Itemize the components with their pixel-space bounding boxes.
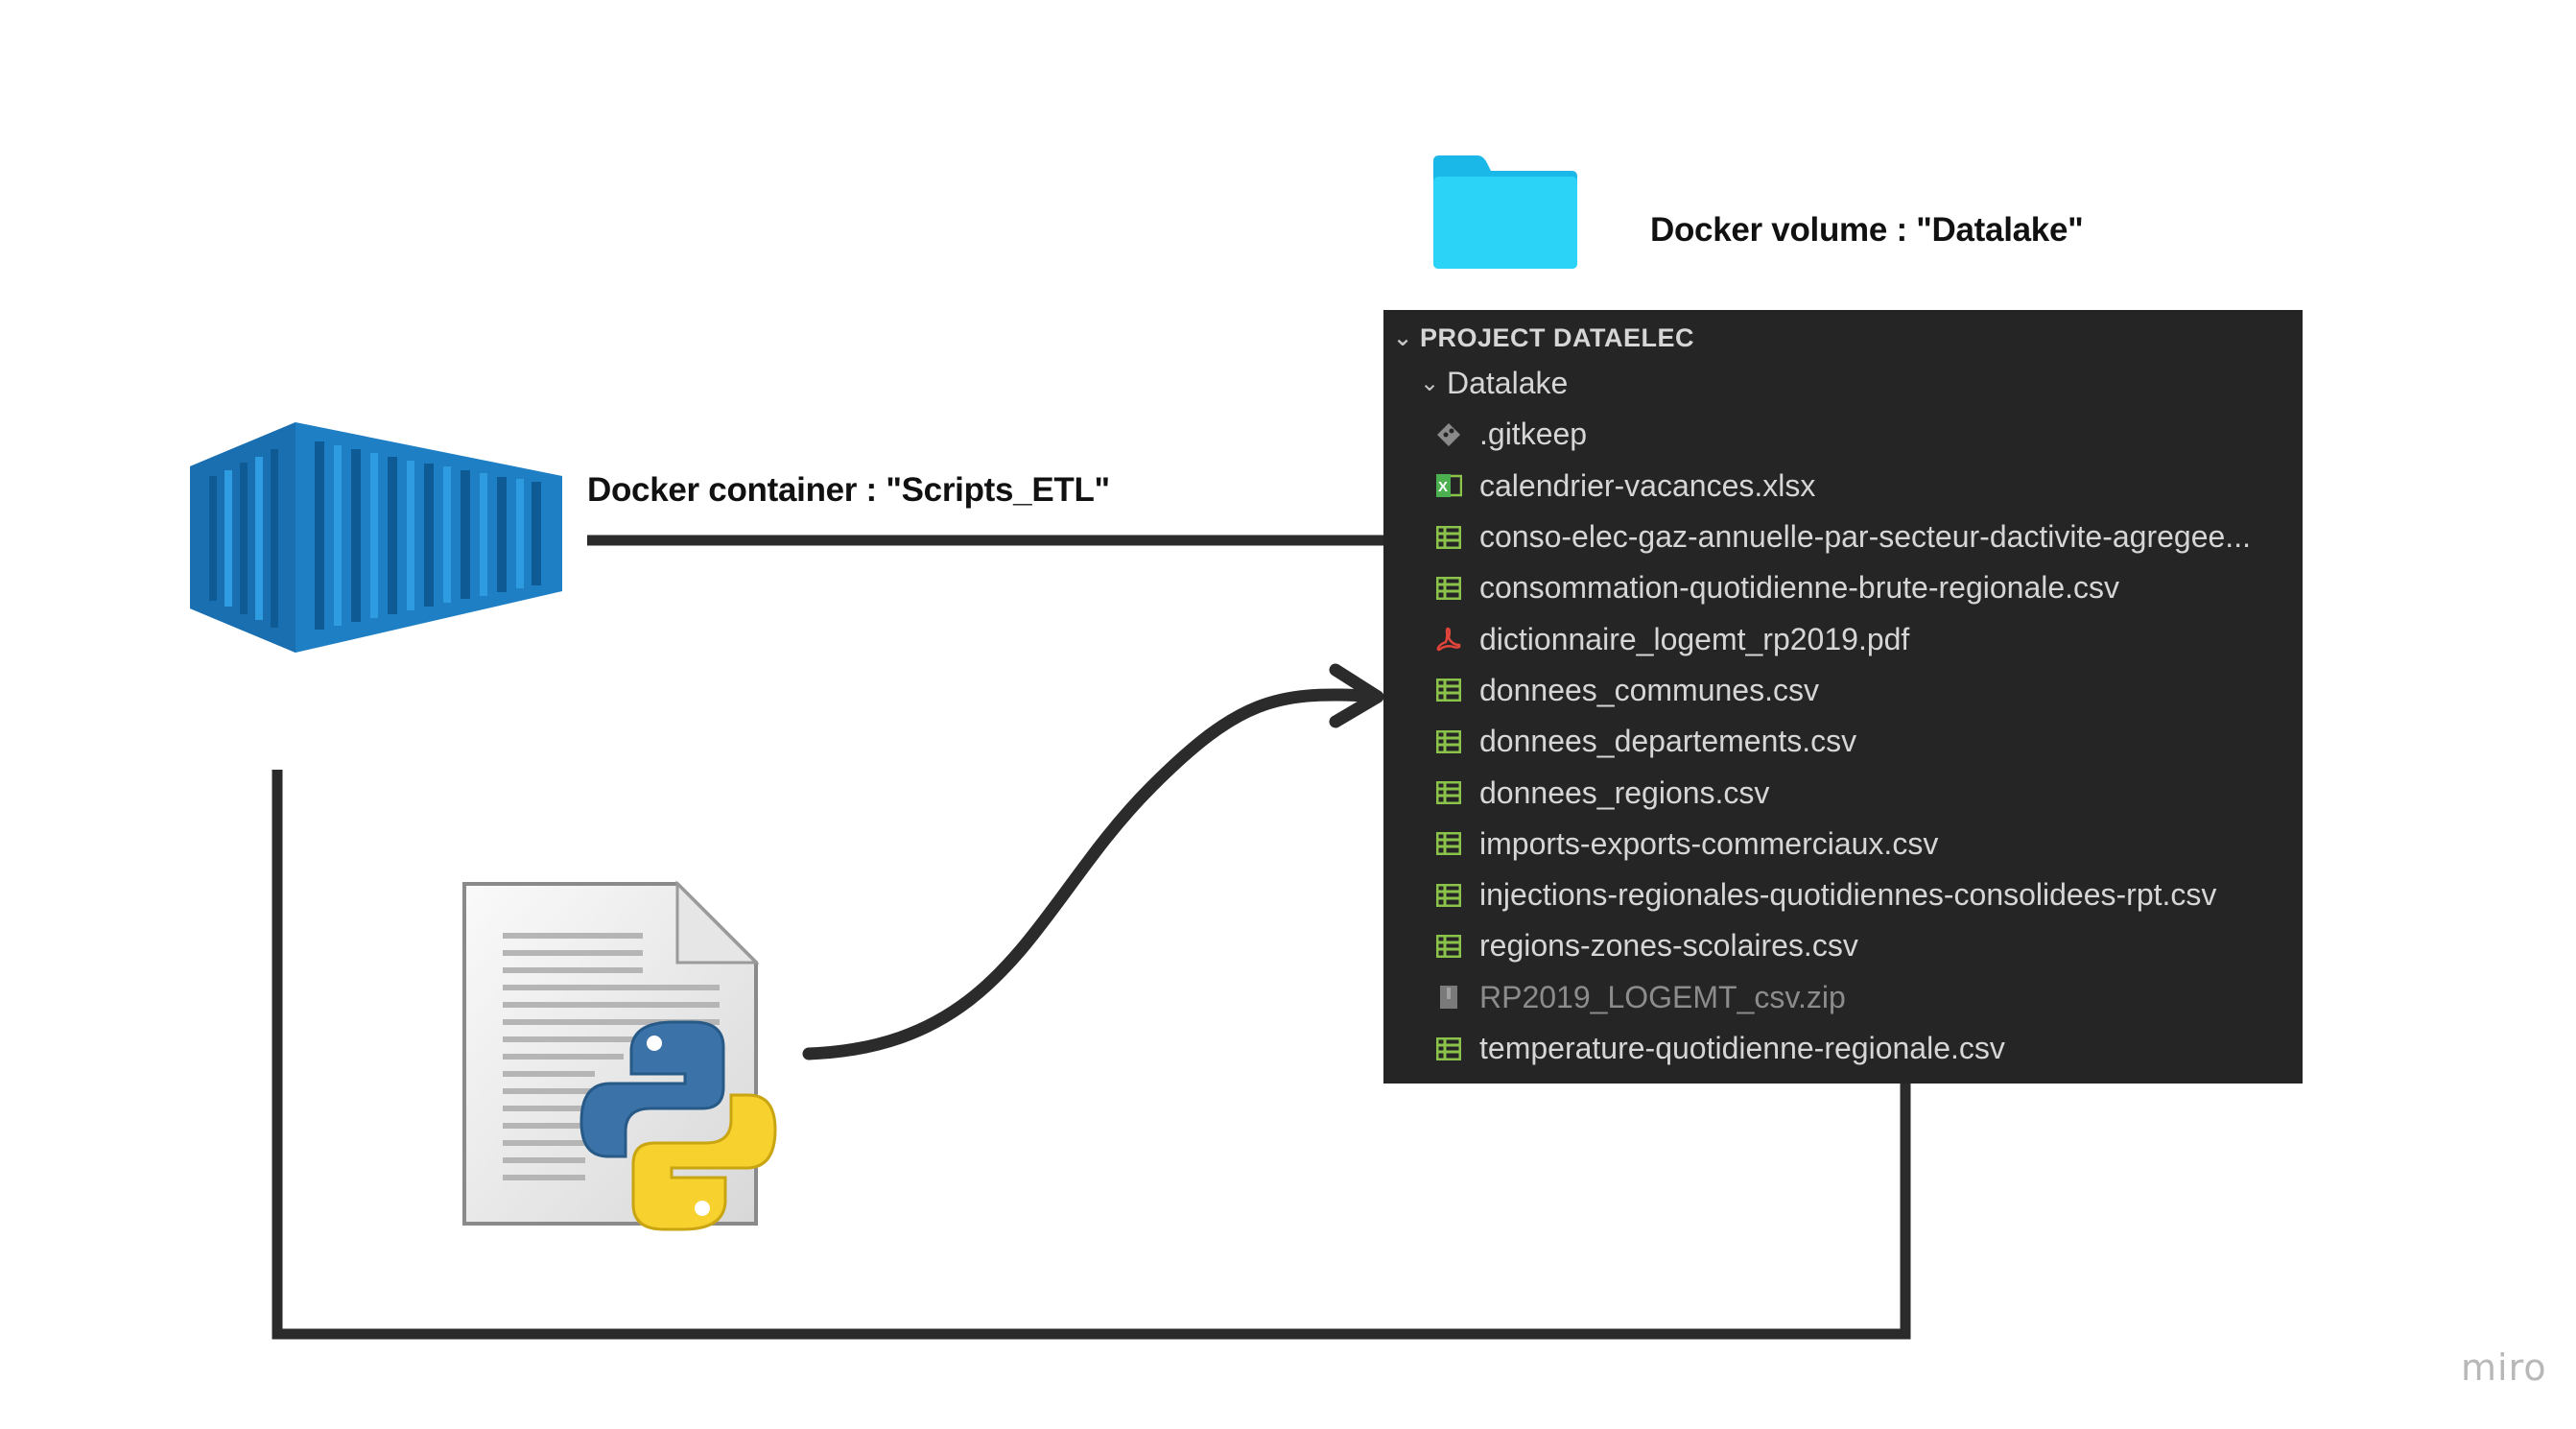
file-row[interactable]: conso-elec-gaz-annuelle-par-secteur-dact…	[1383, 512, 2303, 562]
miro-watermark: miro	[2461, 1346, 2547, 1389]
file-row[interactable]: RP2019_LOGEMT_csv.zip	[1383, 972, 2303, 1023]
pdf-file-icon	[1435, 626, 1462, 653]
git-file-icon	[1435, 421, 1462, 448]
excel-file-icon: X	[1435, 472, 1462, 499]
script-to-volume-arrow	[802, 688, 1374, 1060]
chevron-down-icon: ⌄	[1393, 324, 1413, 351]
file-name: donnees_regions.csv	[1479, 774, 1770, 810]
csv-file-icon	[1435, 677, 1462, 703]
file-row[interactable]: injections-regionales-quotidiennes-conso…	[1383, 869, 2303, 920]
file-name: calendrier-vacances.xlsx	[1479, 467, 1816, 503]
file-name: injections-regionales-quotidiennes-conso…	[1479, 877, 2217, 913]
file-name: dictionnaire_logemt_rp2019.pdf	[1479, 621, 1910, 656]
chevron-down-icon: ⌄	[1420, 370, 1440, 397]
file-row[interactable]: regions-zones-scolaires.csv	[1383, 920, 2303, 971]
file-row[interactable]: consommation-quotidienne-brute-regionale…	[1383, 562, 2303, 613]
file-name: RP2019_LOGEMT_csv.zip	[1479, 979, 1846, 1014]
csv-file-icon	[1435, 524, 1462, 551]
container-label: Docker container : "Scripts_ETL"	[587, 471, 1110, 509]
python-script-icon	[462, 880, 777, 1231]
csv-file-icon	[1435, 779, 1462, 806]
file-row[interactable]: imports-exports-commerciaux.csv	[1383, 819, 2303, 869]
file-name: donnees_communes.csv	[1479, 672, 1819, 707]
file-name: consommation-quotidienne-brute-regionale…	[1479, 570, 2120, 606]
file-row[interactable]: donnees_communes.csv	[1383, 665, 2303, 716]
file-name: .gitkeep	[1479, 417, 1588, 452]
file-row[interactable]: donnees_departements.csv	[1383, 716, 2303, 767]
file-name: conso-elec-gaz-annuelle-par-secteur-dact…	[1479, 519, 2251, 555]
file-row[interactable]: dictionnaire_logemt_rp2019.pdf	[1383, 613, 2303, 664]
csv-file-icon	[1435, 728, 1462, 755]
project-name: PROJECT DATAELEC	[1420, 322, 1695, 352]
file-row[interactable]: .gitkeep	[1383, 409, 2303, 460]
volume-label: Docker volume : "Datalake"	[1650, 211, 2084, 249]
file-name: regions-zones-scolaires.csv	[1479, 928, 1858, 964]
file-row[interactable]: temperature-quotidienne-regionale.csv	[1383, 1023, 2303, 1074]
csv-file-icon	[1435, 933, 1462, 960]
file-name: imports-exports-commerciaux.csv	[1479, 825, 1939, 861]
folder-name: Datalake	[1447, 366, 1569, 401]
file-name: temperature-quotidienne-regionale.csv	[1479, 1031, 2005, 1065]
arrow-head	[1329, 663, 1384, 728]
container-icon	[190, 422, 562, 653]
container-to-volume-bottom-line	[272, 770, 1911, 1340]
csv-file-icon	[1435, 575, 1462, 602]
csv-file-icon	[1435, 882, 1462, 909]
folder-row-datalake[interactable]: ⌄ Datalake	[1383, 358, 2303, 409]
svg-text:X: X	[1438, 479, 1448, 495]
explorer-project-header[interactable]: ⌄ PROJECT DATAELEC	[1383, 318, 2303, 358]
csv-file-icon	[1435, 1036, 1462, 1062]
file-row[interactable]: donnees_regions.csv	[1383, 767, 2303, 818]
folder-icon	[1433, 155, 1577, 269]
file-name: donnees_departements.csv	[1479, 724, 1857, 759]
csv-file-icon	[1435, 830, 1462, 857]
zip-file-icon	[1435, 984, 1462, 1011]
